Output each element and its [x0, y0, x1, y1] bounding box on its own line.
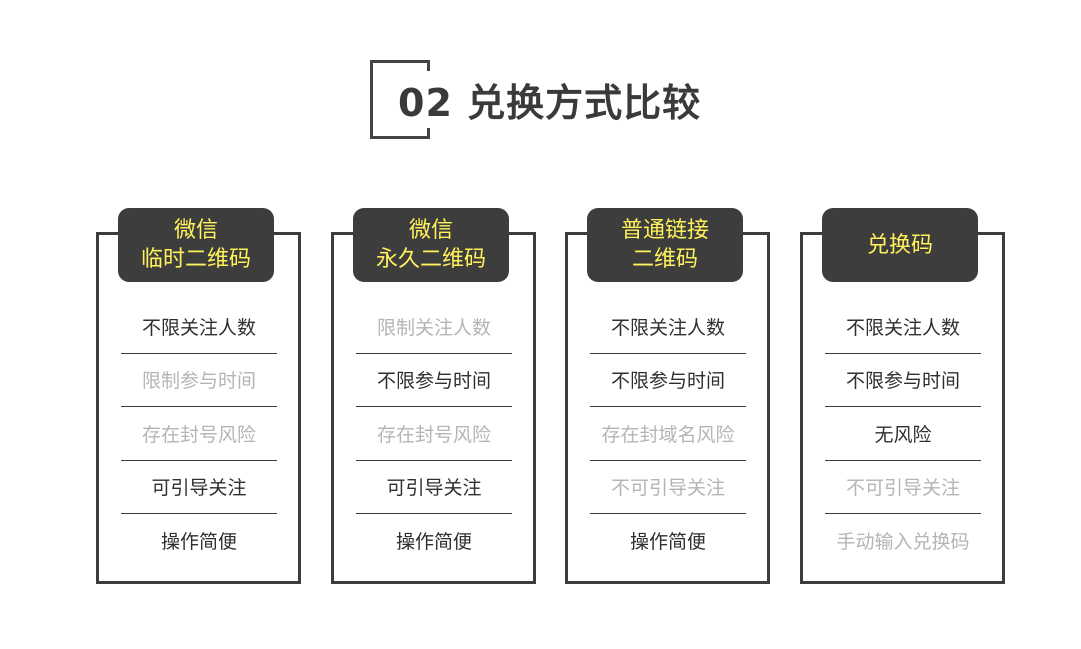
- feature-item: 不可引导关注: [825, 461, 981, 514]
- comparison-card: 兑换码不限关注人数不限参与时间无风险不可引导关注手动输入兑换码: [800, 208, 1005, 584]
- card-header: 微信临时二维码: [118, 208, 274, 282]
- comparison-card: 微信临时二维码不限关注人数限制参与时间存在封号风险可引导关注操作简便: [96, 208, 301, 584]
- card-header-line: 微信: [173, 218, 218, 243]
- feature-item: 不限参与时间: [590, 354, 746, 407]
- card-header-line: 临时二维码: [140, 247, 251, 272]
- card-header-line: 二维码: [631, 247, 698, 272]
- feature-item: 不限参与时间: [825, 354, 981, 407]
- feature-item: 限制参与时间: [121, 354, 277, 407]
- title-number: 02: [398, 81, 453, 125]
- title-bracket-decoration: [370, 60, 430, 139]
- comparison-card: 微信永久二维码限制关注人数不限参与时间存在封号风险可引导关注操作简便: [331, 208, 536, 584]
- feature-list: 不限关注人数限制参与时间存在封号风险可引导关注操作简便: [121, 300, 277, 567]
- title-label: 兑换方式比较: [467, 81, 702, 125]
- feature-item: 可引导关注: [356, 461, 512, 514]
- feature-list: 不限关注人数不限参与时间存在封域名风险不可引导关注操作简便: [590, 300, 746, 567]
- feature-list: 限制关注人数不限参与时间存在封号风险可引导关注操作简便: [356, 300, 512, 567]
- card-header-line: 兑换码: [866, 232, 933, 258]
- feature-item: 不可引导关注: [590, 461, 746, 514]
- feature-item: 不限参与时间: [356, 354, 512, 407]
- feature-item: 无风险: [825, 407, 981, 461]
- feature-item: 手动输入兑换码: [836, 530, 970, 553]
- feature-item: 存在封号风险: [356, 407, 512, 461]
- feature-item: 操作简便: [629, 530, 706, 553]
- feature-item: 操作简便: [395, 530, 472, 553]
- card-header-line: 普通链接: [620, 218, 709, 243]
- feature-item: 不限关注人数: [825, 300, 981, 354]
- feature-item: 操作简便: [160, 530, 237, 553]
- comparison-card: 普通链接二维码不限关注人数不限参与时间存在封域名风险不可引导关注操作简便: [565, 208, 770, 584]
- feature-item: 限制关注人数: [356, 300, 512, 354]
- card-header: 普通链接二维码: [587, 208, 743, 282]
- card-header: 兑换码: [822, 208, 978, 282]
- feature-item: 不限关注人数: [590, 300, 746, 354]
- feature-item: 不限关注人数: [121, 300, 277, 354]
- title-text: 02 兑换方式比较: [398, 72, 701, 127]
- card-header: 微信永久二维码: [353, 208, 509, 282]
- feature-item: 存在封号风险: [121, 407, 277, 461]
- feature-list: 不限关注人数不限参与时间无风险不可引导关注手动输入兑换码: [825, 300, 981, 567]
- feature-item: 可引导关注: [121, 461, 277, 514]
- card-header-line: 永久二维码: [375, 247, 486, 272]
- feature-item: 存在封域名风险: [590, 407, 746, 461]
- card-header-line: 微信: [408, 218, 453, 243]
